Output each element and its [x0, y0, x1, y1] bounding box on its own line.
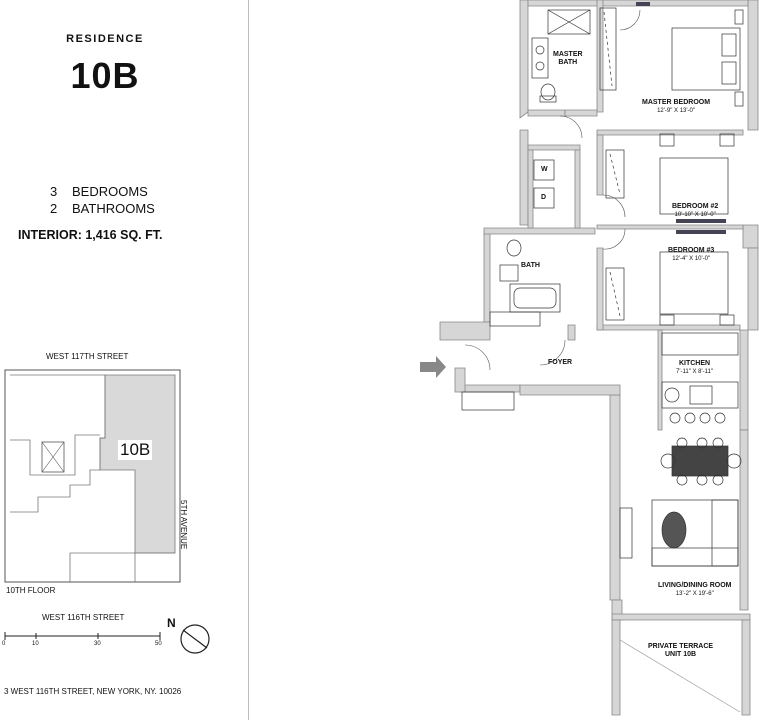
scale-tick-30: 30 — [94, 641, 101, 647]
scale-tick-10: 10 — [32, 641, 39, 647]
unit-number: 10B — [70, 55, 140, 96]
info-panel: RESIDENCE 10B 3 BEDROOMS 2 BATHROOMS INTER… — [0, 0, 249, 720]
door-swings — [464, 9, 641, 371]
bath-label: BATH — [521, 262, 540, 269]
bedrooms-count: 3 — [50, 184, 58, 199]
key-plan — [4, 369, 210, 654]
south-street-label: WEST 116TH STREET — [42, 613, 125, 622]
scale-bar — [4, 632, 161, 640]
bathrooms-spec: 2 BATHROOMS — [50, 201, 155, 216]
residence-label: RESIDENCE — [66, 33, 144, 45]
bathrooms-label: BATHROOMS — [72, 201, 155, 216]
foyer-label: FOYER — [548, 359, 573, 366]
key-plan-unit-label: 10B — [118, 440, 153, 460]
bathrooms-count: 2 — [50, 201, 58, 216]
compass-icon — [180, 624, 210, 654]
scale-tick-0: 0 — [2, 641, 6, 647]
washer-label: W — [541, 166, 548, 173]
address: 3 WEST 116TH STREET, NEW YORK, NY. 10026 — [4, 687, 182, 696]
bedrooms-spec: 3 BEDROOMS — [50, 184, 148, 199]
compass-north-label: N — [167, 616, 176, 630]
entry-arrow-icon — [420, 356, 446, 378]
dryer-label: D — [541, 194, 547, 201]
fixtures — [461, 7, 744, 713]
floor-label: 10TH FLOOR — [6, 586, 56, 595]
scale-tick-50: 50 — [155, 641, 162, 647]
north-street-label: WEST 117TH STREET — [46, 352, 129, 361]
windows — [636, 2, 726, 234]
interior-area: INTERIOR: 1,416 SQ. FT. — [18, 228, 163, 242]
bedrooms-label: BEDROOMS — [72, 184, 148, 199]
exterior-walls — [439, 0, 759, 716]
